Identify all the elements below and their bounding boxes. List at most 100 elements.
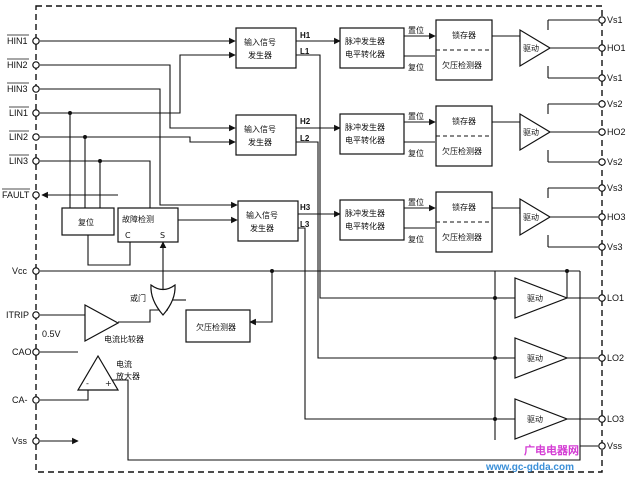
set-label-1: 置位 <box>408 25 424 35</box>
pin-ho2 <box>598 128 606 136</box>
pin-vs1 <box>598 16 606 24</box>
fault-detect-label: 故障检测 <box>122 214 154 224</box>
pin-lo1 <box>598 294 606 302</box>
label-lin3: LIN3 <box>9 156 28 166</box>
label-lo2: LO2 <box>607 353 624 363</box>
uv-low-label: 欠压检测器 <box>196 322 236 332</box>
input-gen-2-line1: 输入信号 <box>244 124 276 134</box>
pin-vs2b <box>598 158 606 166</box>
fault-c-label: C <box>125 231 131 240</box>
signal-l3: L3 <box>300 220 310 229</box>
amp-plus-label: + <box>105 379 112 388</box>
input-gen-3-line2: 发生器 <box>250 223 274 233</box>
signal-h3: H3 <box>300 203 311 212</box>
or-gate <box>150 283 176 316</box>
pulse-gen-3 <box>339 199 405 241</box>
signal-l2: L2 <box>300 134 310 143</box>
input-gen-1 <box>235 27 297 69</box>
pin-lin1 <box>32 109 40 117</box>
latch-1-label: 锁存器 <box>452 30 476 40</box>
label-vss-left: Vss <box>12 436 28 446</box>
pulse-gen-1 <box>339 27 405 69</box>
reset-block <box>61 207 115 236</box>
pin-lo3 <box>598 415 606 423</box>
input-gen-2 <box>235 114 297 156</box>
label-hin2: HIN2 <box>7 60 28 70</box>
pulse-gen-2 <box>339 113 405 155</box>
driver-low-3-label: 驱动 <box>527 414 543 424</box>
pulse-gen-1-line1: 脉冲发生器 <box>345 36 385 46</box>
watermark-url: www.gc-gdda.com <box>485 462 574 473</box>
input-gen-3-line1: 输入信号 <box>246 210 278 220</box>
label-ho1: HO1 <box>607 43 626 53</box>
comparator-label: 电流比较器 <box>104 334 144 344</box>
chip-outline <box>35 5 603 473</box>
pulse-gen-2-line1: 脉冲发生器 <box>345 122 385 132</box>
label-vs1: Vs1 <box>607 15 623 25</box>
label-vs2: Vs2 <box>607 99 623 109</box>
pulse-gen-2-line2: 电平转化器 <box>345 135 385 145</box>
amplifier-label-2: 放大器 <box>116 371 140 381</box>
pin-cao <box>32 348 40 356</box>
signal-h1: H1 <box>300 31 311 40</box>
label-hin1: HIN1 <box>7 36 28 46</box>
latch-3-label: 锁存器 <box>452 202 476 212</box>
label-lo1: LO1 <box>607 293 624 303</box>
label-lin2: LIN2 <box>9 132 28 142</box>
label-vs2b: Vs2 <box>607 157 623 167</box>
driver-low-2-label: 驱动 <box>527 353 543 363</box>
label-vss-right: Vss <box>607 441 623 451</box>
amp-minus-label: - <box>86 379 89 388</box>
driver-high-2 <box>519 112 552 152</box>
pin-ca-minus <box>32 396 40 404</box>
pin-vcc <box>32 267 40 275</box>
driver-low-1 <box>514 277 569 319</box>
label-ho2: HO2 <box>607 127 626 137</box>
signal-h2: H2 <box>300 117 311 126</box>
signal-l1: L1 <box>300 47 310 56</box>
uv-detect-low <box>185 309 251 343</box>
amplifier-label-1: 电流 <box>116 359 132 369</box>
pin-vs3 <box>598 184 606 192</box>
pin-ho3 <box>598 213 606 221</box>
pin-itrip <box>32 311 40 319</box>
pin-lin2 <box>32 133 40 141</box>
label-cao: CAO <box>12 347 32 357</box>
pulse-gen-3-line2: 电平转化器 <box>345 221 385 231</box>
fault-detect-block <box>117 207 179 243</box>
pulse-gen-3-line1: 脉冲发生器 <box>345 208 385 218</box>
pin-lo2 <box>598 354 606 362</box>
driver-high-1 <box>519 28 552 68</box>
label-itrip: ITRIP <box>6 310 29 320</box>
label-vcc: Vcc <box>12 266 28 276</box>
or-gate-label: 或门 <box>130 293 146 303</box>
reset-signal-label-3: 复位 <box>408 234 424 244</box>
label-ho3: HO3 <box>607 212 626 222</box>
label-lin1: LIN1 <box>9 108 28 118</box>
reset-signal-label-2: 复位 <box>408 148 424 158</box>
driver-low-1-label: 驱动 <box>527 293 543 303</box>
label-vs3b: Vs3 <box>607 242 623 252</box>
pin-hin1 <box>32 37 40 45</box>
label-vs3: Vs3 <box>607 183 623 193</box>
ref-05v-label: 0.5V <box>42 329 61 339</box>
driver-high-3-label: 驱动 <box>523 212 539 222</box>
pulse-gen-1-line2: 电平转化器 <box>345 49 385 59</box>
input-gen-1-line2: 发生器 <box>248 50 272 60</box>
pin-vss-left <box>32 437 40 445</box>
pin-lin3 <box>32 157 40 165</box>
set-label-2: 置位 <box>408 111 424 121</box>
reset-signal-label-1: 复位 <box>408 62 424 72</box>
driver-low-2 <box>514 337 569 379</box>
comparator-triangle <box>84 303 120 343</box>
reset-label: 复位 <box>78 217 94 227</box>
pin-fault <box>32 191 40 199</box>
pin-vss-right <box>598 442 606 450</box>
latch-2-label: 锁存器 <box>452 116 476 126</box>
input-gen-1-line1: 输入信号 <box>244 37 276 47</box>
set-label-3: 置位 <box>408 197 424 207</box>
driver-high-2-label: 驱动 <box>523 127 539 137</box>
fault-s-label: S <box>160 231 165 240</box>
